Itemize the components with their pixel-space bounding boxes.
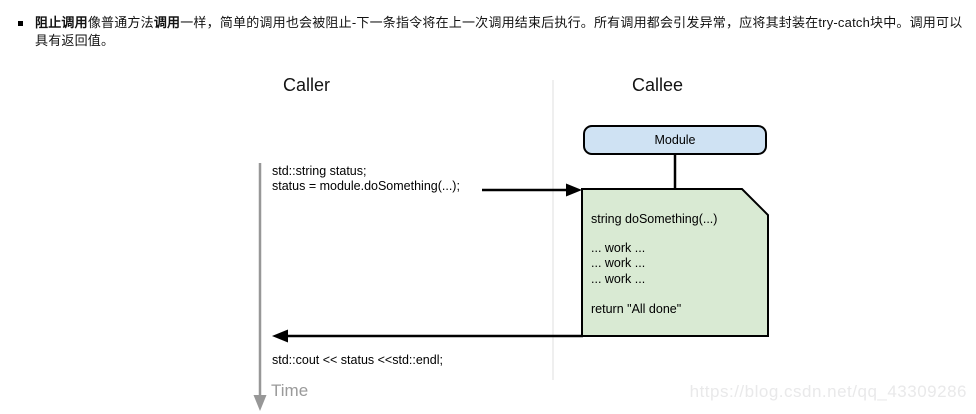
watermark-url: https://blog.csdn.net/qq_43309286	[689, 382, 967, 401]
result-code-line: std::cout << status <<std::endl;	[272, 353, 443, 367]
note-segment: 阻止调用	[35, 15, 88, 30]
call-arrowhead-icon	[566, 183, 582, 197]
time-axis-label: Time	[271, 381, 309, 400]
caller-heading: Caller	[283, 75, 331, 95]
callee-signature: string doSomething(...)	[591, 212, 718, 226]
caller-code-block: std::string status;status = module.doSom…	[272, 164, 460, 194]
callee-heading: Callee	[632, 75, 684, 95]
callee-work-line: ... work ...	[591, 241, 646, 255]
return-arrowhead-icon	[272, 329, 288, 343]
note-segment: 一样，简单的调用也会被阻止-下一条指令将在上一次调用结束后执行。所有调用都会引发…	[35, 15, 963, 48]
timeline-arrowhead-icon	[253, 395, 267, 411]
bullet-marker	[18, 21, 23, 26]
caller-code-line: std::string status;	[272, 164, 367, 178]
callee-body-box	[581, 188, 769, 337]
note-segment: 像普通方法	[87, 15, 154, 30]
callee-work-line: ... work ...	[591, 256, 646, 270]
callee-return-line: return "All done"	[591, 302, 682, 316]
note-paragraph: 阻止调用像普通方法调用一样，简单的调用也会被阻止-下一条指令将在上一次调用结束后…	[35, 14, 969, 50]
callee-work-line: ... work ...	[591, 272, 646, 286]
note-segment: 调用	[153, 15, 181, 30]
caller-code-line: status = module.doSomething(...);	[272, 179, 460, 193]
module-box-label: Module	[654, 133, 696, 147]
